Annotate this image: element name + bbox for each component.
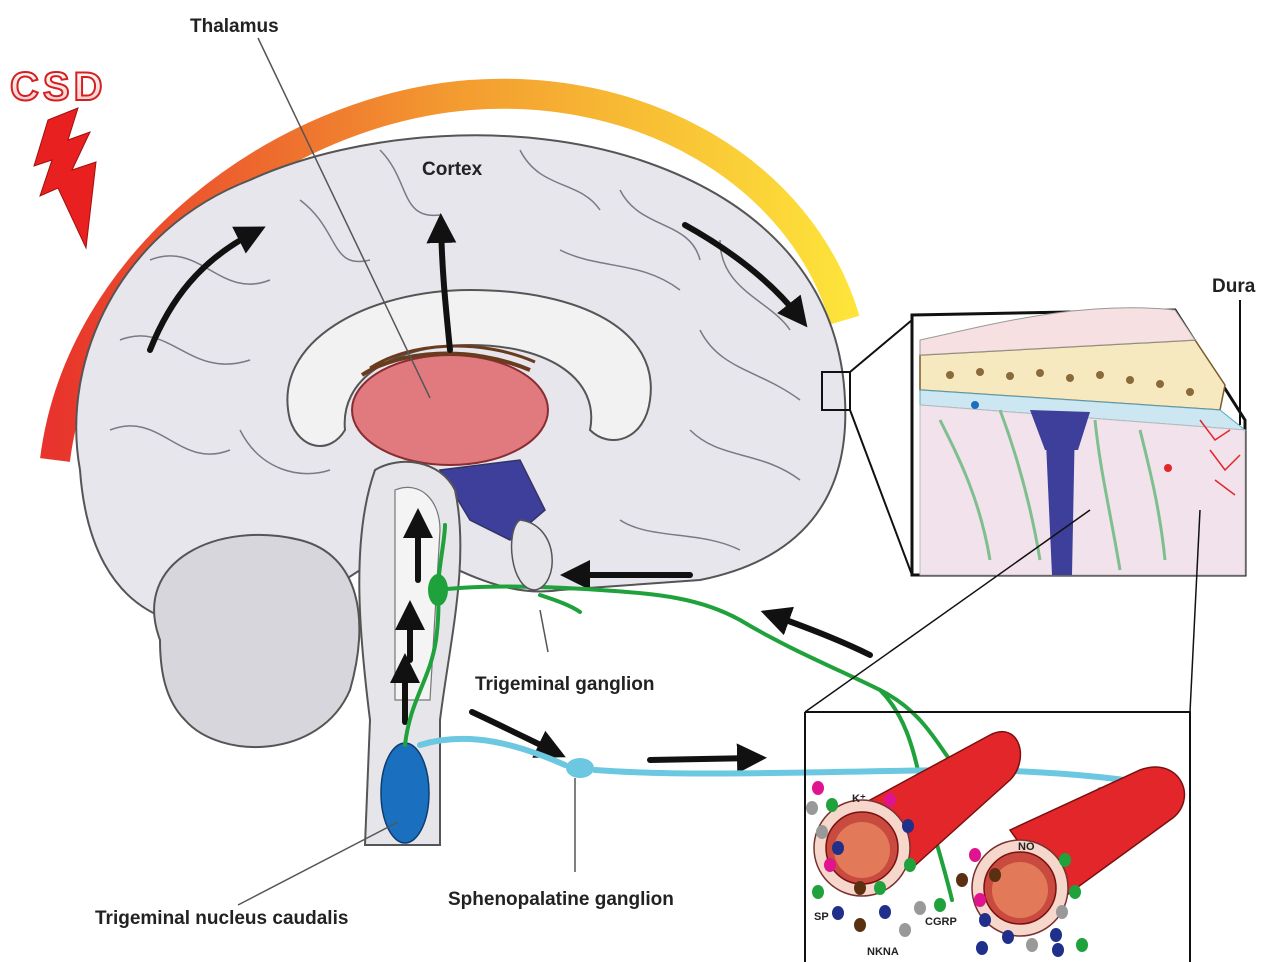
arrow-to-vessel <box>650 758 755 760</box>
vessel-inset <box>805 712 1190 962</box>
meninges-inset <box>912 308 1245 575</box>
cgrp-label: CGRP <box>925 916 957 928</box>
csd-label: CSD <box>10 65 106 109</box>
nkna-label: NKNA <box>867 946 899 958</box>
cortex-label: Cortex <box>422 159 483 180</box>
sp-label: SP <box>814 911 829 923</box>
dura-label: Dura <box>1212 276 1256 297</box>
thalamus <box>352 355 548 465</box>
sphenopalatine-ganglion-label: Sphenopalatine ganglion <box>448 889 674 910</box>
k-plus-label: K⁺ <box>852 793 866 805</box>
trigeminal-ganglion-label: Trigeminal ganglion <box>475 674 654 695</box>
thalamus-label: Thalamus <box>190 16 279 37</box>
no-label: NO <box>1018 841 1035 853</box>
arrow-nerve-return <box>772 615 870 655</box>
trigeminal-nucleus-caudalis-label: Trigeminal nucleus caudalis <box>95 908 348 929</box>
lightning-bolt-icon <box>34 108 96 248</box>
sphenopalatine-ganglion-body <box>566 758 594 778</box>
cerebellum <box>154 535 359 747</box>
trigeminal-ganglion-body <box>428 574 448 606</box>
trigeminal-nucleus-caudalis <box>381 743 429 843</box>
